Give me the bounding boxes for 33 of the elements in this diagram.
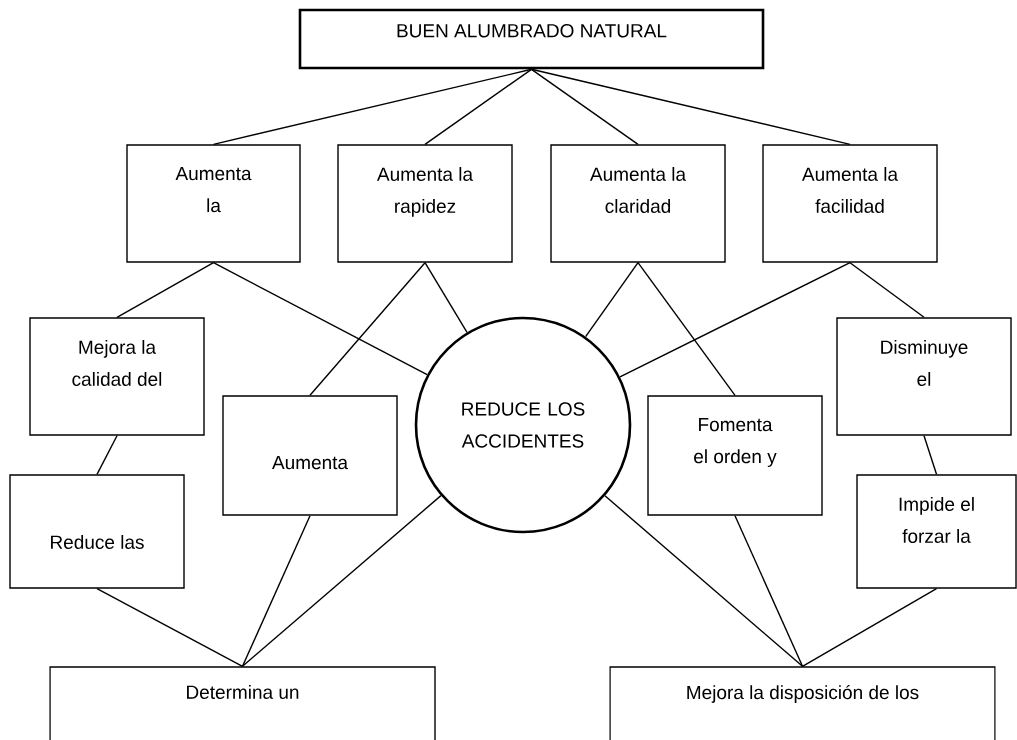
connector-line (923, 435, 938, 475)
text-box: Disminuye el (836, 317, 1012, 436)
connector-line (619, 262, 851, 378)
text-box: Impide el forzar la (856, 474, 1017, 589)
connector-line (801, 588, 938, 667)
text-box: Aumenta la (126, 144, 301, 263)
connector-line (212, 262, 428, 376)
title-box: BUEN ALUMBRADO NATURAL (298, 8, 765, 70)
connector-line (849, 262, 925, 318)
connector-line (530, 68, 851, 145)
connector-line (116, 262, 215, 318)
connector-line (424, 68, 533, 145)
text-box: Mejora la calidad del (29, 317, 205, 436)
connector-line (734, 515, 804, 667)
connector-line (637, 262, 736, 396)
connector-line (309, 262, 426, 396)
connector-line (584, 262, 639, 338)
text-box: Mejora la disposición de los (609, 666, 996, 740)
text-box: Aumenta la claridad (550, 144, 726, 263)
text-box: Aumenta la rapidez (337, 144, 513, 263)
text-box: Aumenta la facilidad (762, 144, 938, 263)
connector-line (241, 515, 311, 667)
text-box: Reduce las (9, 474, 185, 589)
connector-line (530, 68, 639, 145)
connector-line (604, 495, 804, 667)
connector-line (424, 262, 468, 333)
connector-line (96, 588, 244, 667)
text-box: Aumenta (222, 395, 398, 516)
connector-line (241, 494, 442, 667)
text-box: Determina un (49, 666, 436, 740)
connector-line (212, 68, 533, 145)
connector-line (96, 435, 118, 475)
text-box: Fomenta el orden y (647, 395, 823, 516)
